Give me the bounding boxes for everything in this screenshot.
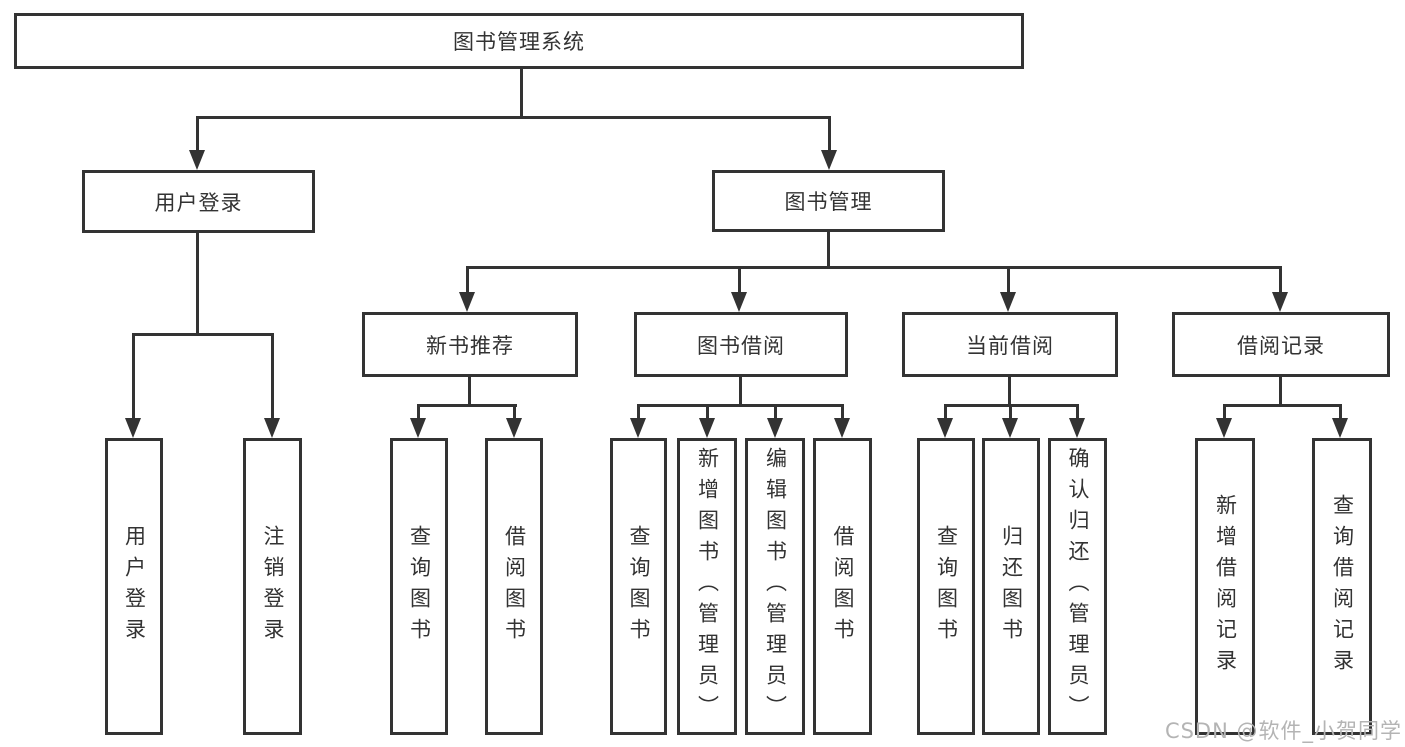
arrow-down-icon <box>630 418 646 438</box>
arrow-down-icon <box>1332 418 1348 438</box>
connector-line <box>1008 377 1011 406</box>
connector-line <box>738 266 741 292</box>
connector-line <box>637 404 844 407</box>
connector-line <box>196 116 199 150</box>
node-borrowing-records: 借阅记录 <box>1172 312 1390 377</box>
leaf-logout: 注销登录 <box>243 438 302 735</box>
connector-line <box>132 333 135 418</box>
node-label: 图书管理 <box>784 190 873 214</box>
node-book-management: 图书管理 <box>712 170 945 232</box>
leaf-label: 新增借阅记录 <box>1213 493 1238 680</box>
arrow-down-icon <box>1000 292 1016 312</box>
node-label: 借阅记录 <box>1237 333 1325 358</box>
connector-line <box>1009 404 1012 418</box>
leaf-label: 查询图书 <box>407 524 432 649</box>
connector-line <box>827 232 830 268</box>
connector-line <box>466 266 1282 269</box>
arrow-down-icon <box>1272 292 1288 312</box>
node-label: 图书借阅 <box>697 333 785 358</box>
connector-line <box>1339 404 1342 418</box>
connector-line <box>1076 404 1079 418</box>
arrow-down-icon <box>1002 418 1018 438</box>
connector-line <box>1007 266 1010 292</box>
node-library-management-system: 图书管理系统 <box>14 13 1024 69</box>
arrow-down-icon <box>821 150 837 170</box>
arrow-down-icon <box>699 418 715 438</box>
leaf-user-login: 用户登录 <box>105 438 163 735</box>
arrow-down-icon <box>189 150 205 170</box>
connector-line <box>637 404 640 418</box>
leaf-label: 编辑图书（管理员） <box>763 447 788 726</box>
arrow-down-icon <box>264 418 280 438</box>
connector-line <box>1223 404 1341 407</box>
connector-line <box>468 377 471 406</box>
leaf-query-borrow-record: 查询借阅记录 <box>1312 438 1372 735</box>
leaf-borrow-books-borrowing: 借阅图书 <box>813 438 872 735</box>
arrow-down-icon <box>459 292 475 312</box>
arrow-down-icon <box>937 418 953 438</box>
leaf-add-borrow-record: 新增借阅记录 <box>1195 438 1255 735</box>
node-label: 当前借阅 <box>966 333 1054 358</box>
leaf-confirm-return-admin: 确认归还（管理员） <box>1048 438 1107 735</box>
leaf-label: 查询借阅记录 <box>1330 493 1355 680</box>
connector-line <box>1279 377 1282 406</box>
connector-line <box>417 404 517 407</box>
node-new-book-recommend: 新书推荐 <box>362 312 578 377</box>
leaf-label: 查询图书 <box>934 524 959 649</box>
connector-line <box>739 377 742 406</box>
connector-line <box>513 404 516 418</box>
watermark: CSDN @软件_小贺同学 <box>1164 719 1402 743</box>
leaf-label: 确认归还（管理员） <box>1066 447 1090 726</box>
connector-line <box>271 333 274 418</box>
connector-line <box>196 116 831 119</box>
leaf-label: 借阅图书 <box>831 524 855 649</box>
arrow-down-icon <box>834 418 850 438</box>
node-current-borrowing: 当前借阅 <box>902 312 1118 377</box>
arrow-down-icon <box>410 418 426 438</box>
arrow-down-icon <box>1069 418 1085 438</box>
connector-line <box>828 116 831 150</box>
arrow-down-icon <box>731 292 747 312</box>
connector-line <box>520 69 523 119</box>
connector-line <box>1223 404 1226 418</box>
arrow-down-icon <box>125 418 141 438</box>
leaf-query-books-recommend: 查询图书 <box>390 438 448 735</box>
leaf-add-book-admin: 新增图书（管理员） <box>677 438 737 735</box>
leaf-query-books-borrowing: 查询图书 <box>610 438 667 735</box>
connector-line <box>841 404 844 418</box>
arrow-down-icon <box>506 418 522 438</box>
leaf-label: 归还图书 <box>999 524 1024 649</box>
node-user-login: 用户登录 <box>82 170 315 233</box>
leaf-label: 借阅图书 <box>502 524 527 649</box>
connector-line <box>196 233 199 335</box>
leaf-label: 查询图书 <box>627 524 651 649</box>
connector-line <box>417 404 420 418</box>
leaf-edit-book-admin: 编辑图书（管理员） <box>745 438 805 735</box>
leaf-return-book: 归还图书 <box>982 438 1040 735</box>
connector-line <box>466 266 469 292</box>
node-label: 用户登录 <box>154 190 243 215</box>
leaf-label: 注销登录 <box>261 524 285 649</box>
connector-line <box>944 404 947 418</box>
connector-line <box>706 404 709 418</box>
leaf-query-books-current: 查询图书 <box>917 438 975 735</box>
node-book-borrowing: 图书借阅 <box>634 312 848 377</box>
arrow-down-icon <box>1216 418 1232 438</box>
node-label: 新书推荐 <box>426 333 514 358</box>
node-label: 图书管理系统 <box>453 30 585 54</box>
arrow-down-icon <box>767 418 783 438</box>
leaf-label: 新增图书（管理员） <box>695 447 720 726</box>
leaf-borrow-books-recommend: 借阅图书 <box>485 438 543 735</box>
connector-line <box>1279 266 1282 292</box>
connector-line <box>132 333 274 336</box>
leaf-label: 用户登录 <box>122 524 147 649</box>
connector-line <box>774 404 777 418</box>
